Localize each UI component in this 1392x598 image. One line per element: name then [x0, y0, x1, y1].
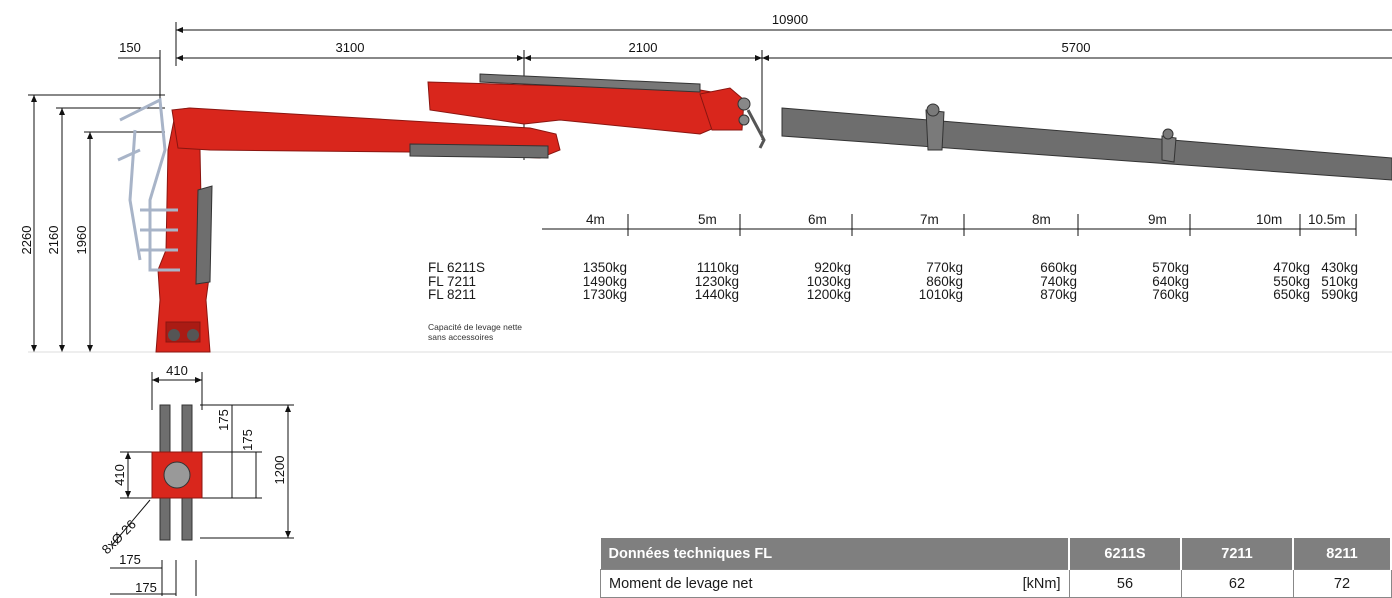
distance-label: 7m — [920, 212, 939, 227]
base-plate-drawing — [110, 372, 294, 596]
dim-base-1200: 1200 — [272, 456, 287, 485]
hook-pulley — [737, 97, 751, 111]
slew-gear — [187, 329, 199, 341]
capacity-column-8m: 660kg 740kg 870kg — [1040, 260, 1077, 302]
capacity-column-5m: 1110kg 1230kg 1440kg — [694, 260, 739, 302]
distance-label: 10.5m — [1308, 212, 1346, 227]
table-header-row: Données techniques FL 6211S 7211 8211 — [600, 538, 1392, 570]
column-header: 8211 — [1293, 538, 1392, 570]
model-name: FL 6211S — [428, 260, 486, 275]
base-center — [163, 461, 191, 489]
capacity-note: Capacité de levage nette sans accessoire… — [428, 322, 522, 342]
jib — [427, 81, 715, 135]
row-unit: [kNm] — [950, 569, 1070, 598]
dim-base-410-side: 410 — [112, 464, 127, 486]
cell-value: 62 — [1180, 569, 1294, 598]
distance-label: 6m — [808, 212, 827, 227]
capacity-column-6m: 920kg 1030kg 1200kg — [806, 260, 851, 302]
dim-bolt-holes: 8xØ 26 — [99, 517, 139, 557]
hook — [746, 109, 766, 149]
column-header: 7211 — [1181, 538, 1294, 570]
cell-value: 72 — [1292, 569, 1392, 598]
column-header: 6211S — [1069, 538, 1182, 570]
distance-label: 5m — [698, 212, 717, 227]
distance-label: 8m — [1032, 212, 1051, 227]
technical-data-table: Données techniques FL 6211S 7211 8211 Mo… — [600, 538, 1392, 598]
dim-base-175-d: 175 — [135, 580, 157, 595]
dim-5700: 5700 — [1062, 40, 1091, 55]
hook-pulley — [738, 114, 750, 126]
distance-label: 9m — [1148, 212, 1167, 227]
slew-gear — [168, 329, 180, 341]
model-list: FL 6211S FL 7211 FL 8211 — [428, 261, 485, 302]
dim-base-410-top: 410 — [166, 363, 188, 378]
capacity-column-9m: 570kg 640kg 760kg — [1152, 260, 1189, 302]
table-title: Données techniques FL — [600, 538, 1070, 570]
capacity-column-10-5m: 430kg 510kg 590kg — [1321, 260, 1358, 302]
note-line: Capacité de levage nette — [428, 322, 523, 332]
dim-base-175-a: 175 — [216, 409, 231, 431]
capacity-column-7m: 770kg 860kg 1010kg — [918, 260, 963, 302]
extension-brackets — [925, 103, 1177, 163]
operator-ladder — [117, 97, 180, 272]
row-label: Moment de levage net — [600, 569, 950, 598]
model-name: FL 8211 — [428, 287, 477, 302]
dim-total-length: 10900 — [772, 12, 808, 27]
extension-boom — [781, 107, 1392, 181]
capacity-column-10m: 470kg 550kg 650kg — [1273, 260, 1310, 302]
distance-label: 10m — [1256, 212, 1283, 227]
note-line: sans accessoires — [428, 332, 494, 342]
dim-base-175-b: 175 — [240, 429, 255, 451]
distance-label: 4m — [586, 212, 605, 227]
cell-value: 56 — [1068, 569, 1182, 598]
model-name: FL 7211 — [428, 273, 477, 289]
dim-150: 150 — [119, 40, 141, 55]
lift-cylinder — [195, 185, 213, 285]
distance-scale — [542, 214, 1357, 236]
boom-cylinder — [409, 143, 549, 159]
horizontal-dimension-lines — [118, 22, 1392, 160]
dim-height-2160: 2160 — [46, 226, 61, 255]
dim-base-175-c: 175 — [119, 552, 141, 567]
table-row: Moment de levage net [kNm] 56 62 72 — [600, 569, 1392, 598]
dim-2100: 2100 — [629, 40, 658, 55]
dim-3100: 3100 — [336, 40, 365, 55]
jib-cylinder — [479, 73, 701, 93]
dim-height-1960: 1960 — [74, 226, 89, 255]
dim-height-2260: 2260 — [19, 226, 34, 255]
capacity-column-4m: 1350kg 1490kg 1730kg — [582, 260, 627, 302]
